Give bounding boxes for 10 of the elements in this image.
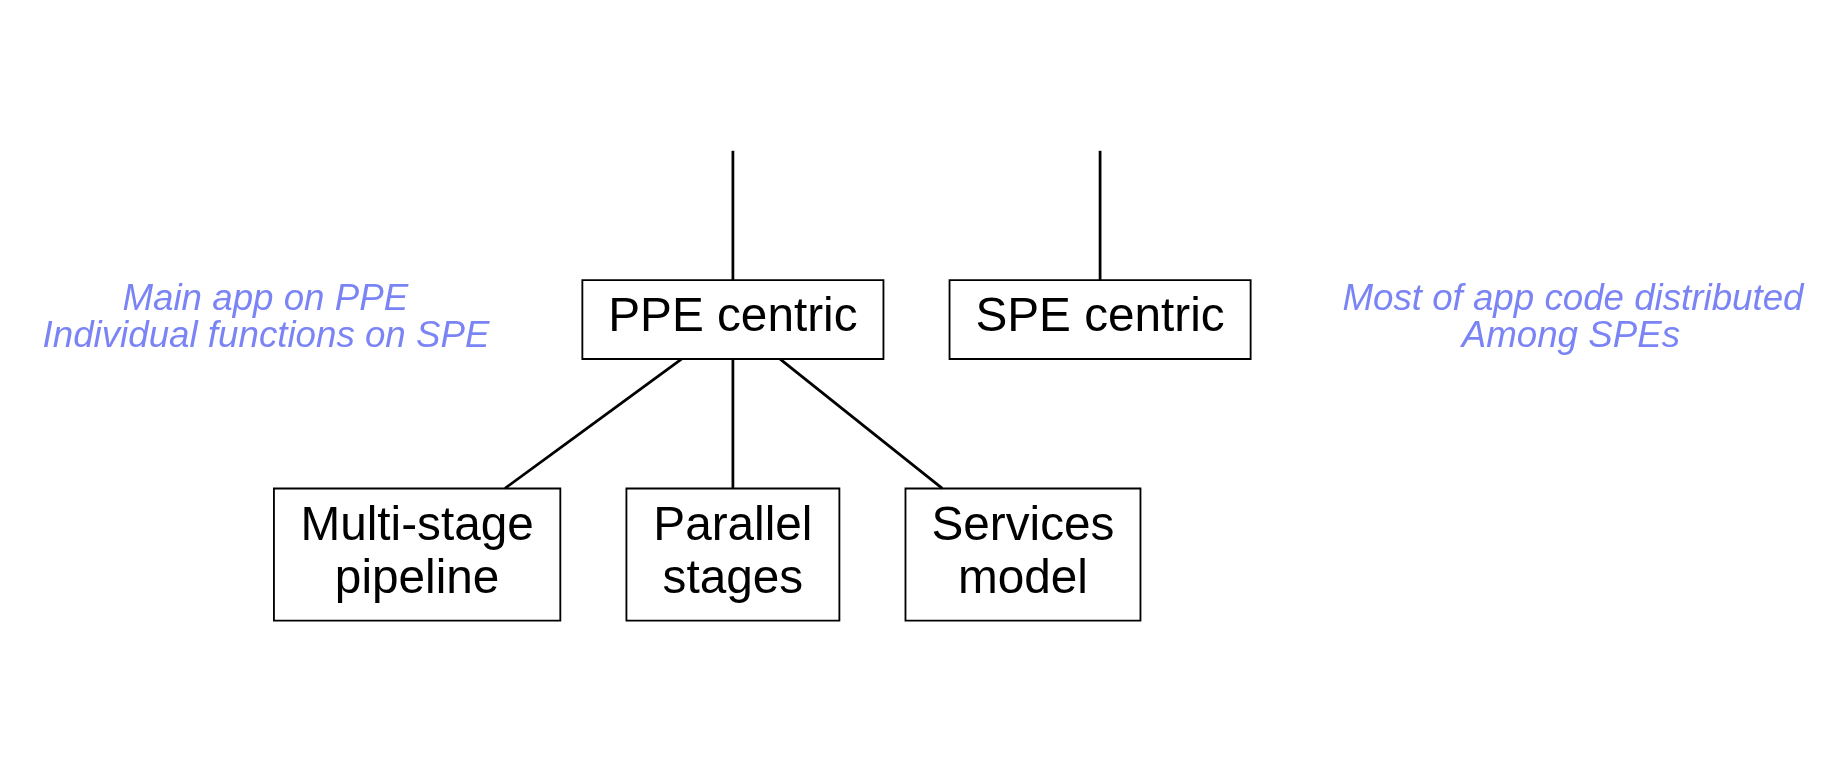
connector xyxy=(1098,150,1102,280)
connector xyxy=(731,150,735,280)
connector xyxy=(504,357,683,489)
node-box: PPE centric xyxy=(581,278,885,360)
node-box: Parallel stages xyxy=(625,487,841,622)
node-box: SPE centric xyxy=(948,278,1252,360)
connector xyxy=(779,357,944,489)
node-box: Services model xyxy=(904,487,1142,622)
connector xyxy=(731,358,735,488)
node-box: Multi-stage pipeline xyxy=(273,487,562,622)
